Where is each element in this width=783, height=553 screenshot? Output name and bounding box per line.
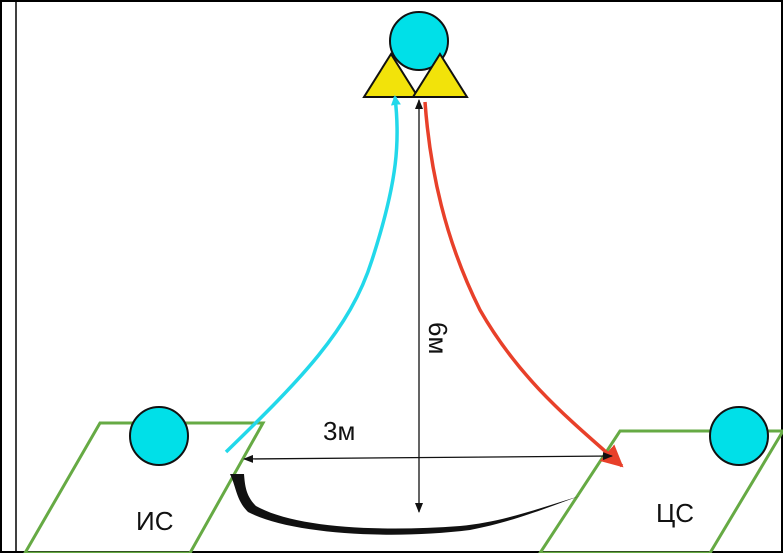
player-run-curve bbox=[230, 474, 580, 535]
right-zone-label: ЦС bbox=[656, 498, 694, 528]
vertical-distance-label: 6м bbox=[423, 322, 453, 354]
left-player-icon bbox=[129, 406, 189, 466]
pass-arrow-down bbox=[423, 101, 624, 468]
horizontal-measure-arrow bbox=[243, 452, 613, 463]
right-player-icon bbox=[709, 406, 769, 466]
top-player-icon bbox=[389, 11, 449, 71]
pass-arrow-up bbox=[224, 95, 401, 454]
left-zone-label: ИС bbox=[136, 506, 173, 536]
horizontal-distance-label: 3м bbox=[323, 416, 355, 446]
right-cone-icon bbox=[411, 52, 469, 98]
left-zone-outline bbox=[23, 421, 266, 553]
